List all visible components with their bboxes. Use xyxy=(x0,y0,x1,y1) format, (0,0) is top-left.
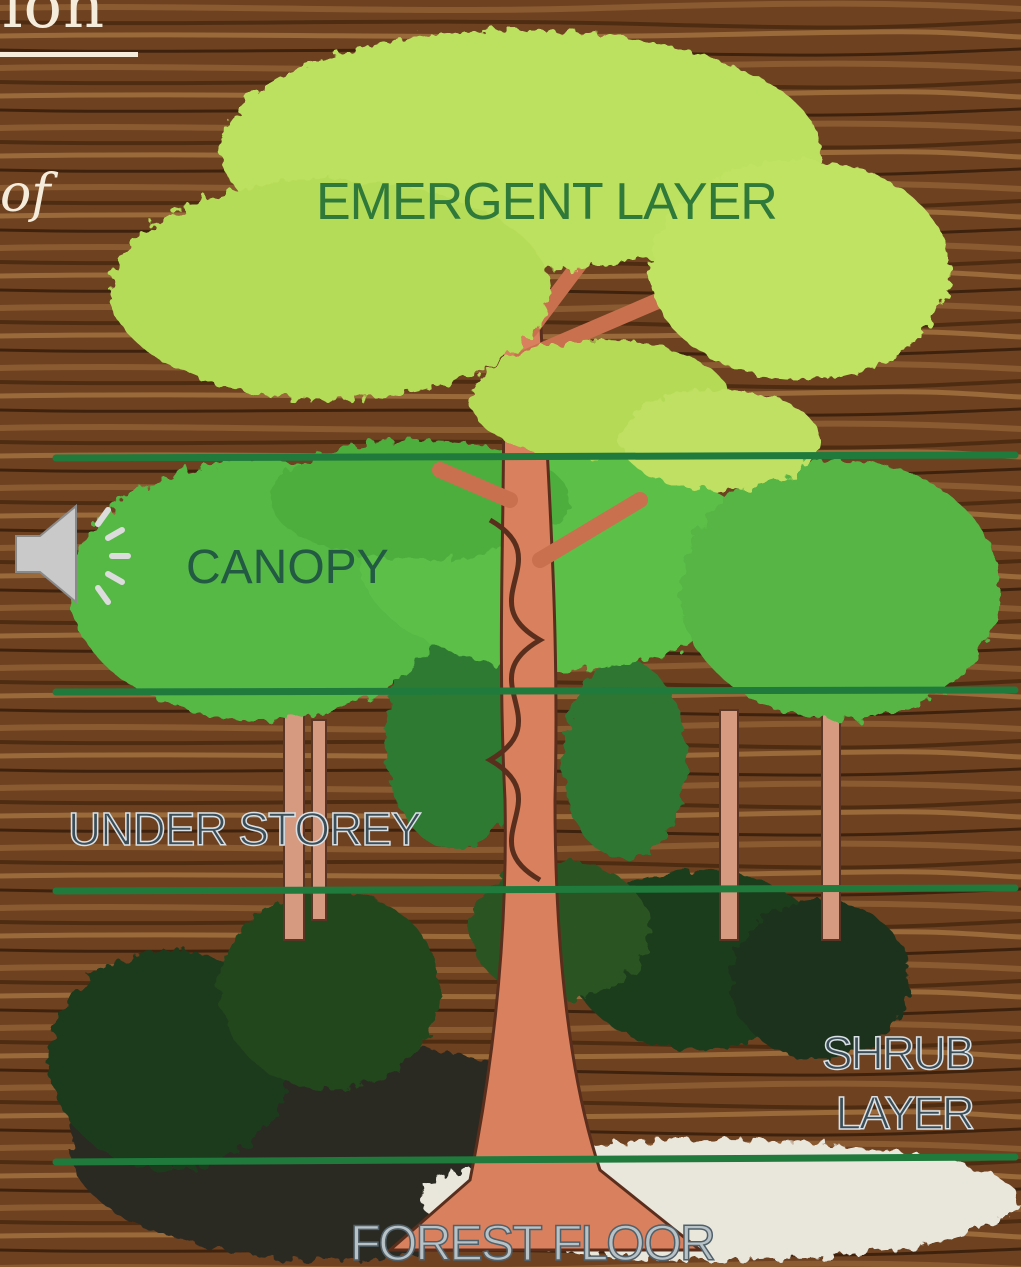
label-shrub-line1: SHRUB xyxy=(822,1030,973,1076)
label-under-storey: UNDER STOREY xyxy=(68,806,421,852)
divider-emergent-canopy xyxy=(56,455,1015,458)
divider-canopy-understorey xyxy=(56,690,1015,692)
side-text-fragment: of xyxy=(0,168,51,220)
divider-shrub-floor xyxy=(56,1157,1015,1162)
title-underline xyxy=(0,52,138,57)
speaker-volume-icon[interactable] xyxy=(12,498,136,610)
label-canopy: CANOPY xyxy=(186,544,389,592)
label-forest-floor: FOREST FLOOR xyxy=(350,1218,714,1267)
divider-understorey-shrub xyxy=(56,888,1015,891)
slide-title-fragment: ion xyxy=(2,0,105,38)
label-shrub-line2: LAYER xyxy=(822,1090,973,1136)
label-emergent-layer: EMERGENT LAYER xyxy=(316,176,777,228)
label-shrub-layer: SHRUB LAYER xyxy=(822,1030,973,1136)
